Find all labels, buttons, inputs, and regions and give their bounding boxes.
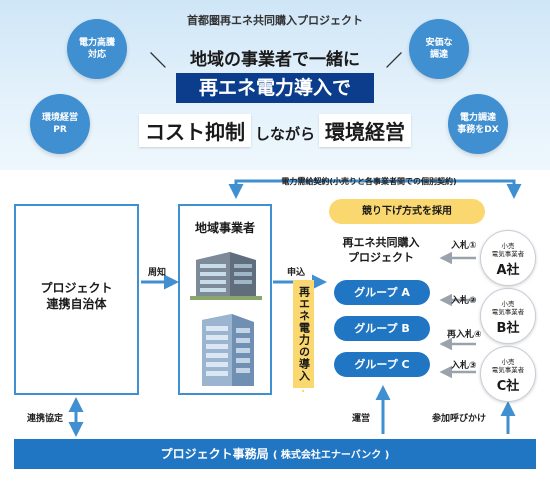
retailer-a: 小売 電気事業者 A社 [480, 230, 536, 286]
benefit-dx: 電力調達 事務をDX [448, 94, 508, 154]
apply-label: 申込 [287, 268, 306, 278]
retailer-c-label: 小売 電気事業者 [491, 358, 525, 375]
retailer-c: 小売 電気事業者 C社 [480, 346, 536, 402]
business-title: 地域事業者 [194, 221, 255, 235]
rebid-4-label: 再入札④ [447, 330, 482, 340]
office-company: ( 株式会社エナーバンク ) [272, 450, 390, 461]
slash-right: ／ [386, 51, 403, 70]
bid-method-pill: 競り下げ方式を採用 [329, 199, 485, 224]
municipality-title: プロジェクト 連携自治体 [40, 281, 113, 312]
notice-label: 周知 [148, 268, 167, 278]
bid-2-label: 入札② [451, 296, 477, 306]
retailer-a-label: 小売 電気事業者 [491, 242, 525, 259]
banner-subtitle: 首都圏再エネ共同購入プロジェクト [187, 14, 363, 27]
retailer-b-name: B社 [496, 321, 520, 337]
project-title: 再エネ共同購入 プロジェクト [342, 236, 420, 265]
retailer-b-label: 小売 電気事業者 [491, 300, 525, 317]
headline-line-2: 再エネ電力導入で [176, 73, 374, 103]
headline-connector: しながら [254, 125, 315, 143]
contract-label: 電力需給契約(小売りと各事業者間での個別契約) [281, 177, 457, 186]
benefit-price-surge: 電力高騰 対応 [67, 19, 127, 79]
retailer-a-name: A社 [496, 263, 520, 279]
bid-3-label: 入札③ [451, 361, 477, 371]
renewable-intro-band: 再エネ電力の導入 [293, 280, 314, 388]
group-c-pill: グループ C [334, 352, 430, 377]
headline-line-3: コスト抑制しながら環境経営 [0, 114, 550, 147]
retailer-c-name: C社 [496, 379, 520, 395]
group-b-pill: グループ B [334, 316, 430, 341]
bid-1-label: 入札① [451, 241, 477, 251]
headline-line-1: 地域の事業者で一緒に [190, 50, 360, 70]
office-title: プロジェクト事務局 [160, 447, 269, 461]
header-banner: 首都圏再エネ共同購入プロジェクト ＼ ／ 地域の事業者で一緒に 再エネ電力導入で… [0, 0, 550, 170]
municipality-box: プロジェクト 連携自治体 [14, 204, 139, 395]
group-a-pill: グループ A [334, 280, 430, 305]
retailer-b: 小売 電気事業者 B社 [480, 288, 536, 344]
office-building-icon [190, 252, 262, 300]
business-box: 地域事業者 [178, 204, 272, 395]
operation-label: 運営 [352, 414, 371, 424]
invitation-label: 参加呼びかけ [432, 414, 487, 424]
benefit-cheap-supply: 安価な 調達 [409, 19, 469, 79]
benefit-env-pr: 環境経営 PR [30, 94, 90, 154]
headline-env-box: 環境経営 [319, 114, 411, 147]
slash-left: ＼ [150, 51, 167, 70]
project-office-bar: プロジェクト事務局 ( 株式会社エナーバンク ) [14, 439, 536, 469]
cooperation-label: 連携協定 [27, 414, 64, 424]
tower-building-icon [202, 314, 254, 386]
headline-cost-box: コスト抑制 [138, 114, 251, 147]
